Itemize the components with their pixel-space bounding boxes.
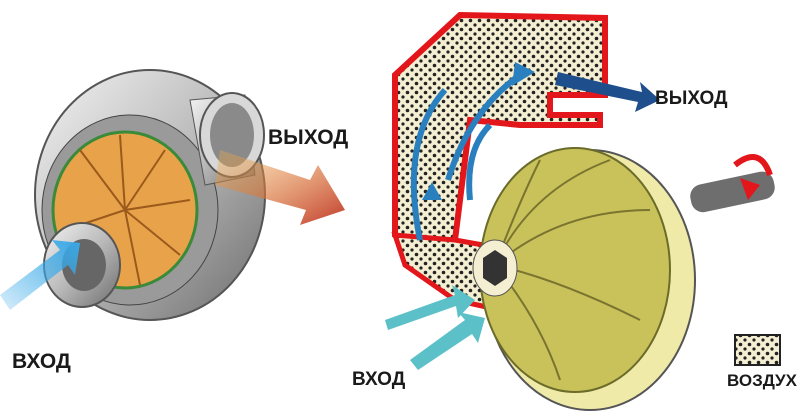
inlet-arrow-left (0, 240, 80, 310)
air-legend-swatch (734, 334, 781, 366)
air-legend-label: ВОЗДУХ (727, 371, 797, 390)
rotation-arrow (733, 154, 773, 177)
left-inlet-label: ВХОД (12, 350, 71, 373)
outlet-arrow-right (555, 72, 660, 112)
nut (483, 250, 507, 286)
right-inlet-label: ВХОД (352, 369, 406, 390)
left-compressor (0, 69, 345, 321)
right-outlet-label: ВЫХОД (655, 88, 728, 109)
inlet-arrow-right-2 (410, 312, 485, 370)
left-outlet-label: ВЫХОД (268, 126, 349, 149)
right-compressor-cutaway (385, 11, 781, 411)
inlet-arrow-right-1 (385, 285, 475, 330)
shaft (690, 171, 775, 213)
outlet-arrow-left (215, 150, 345, 225)
